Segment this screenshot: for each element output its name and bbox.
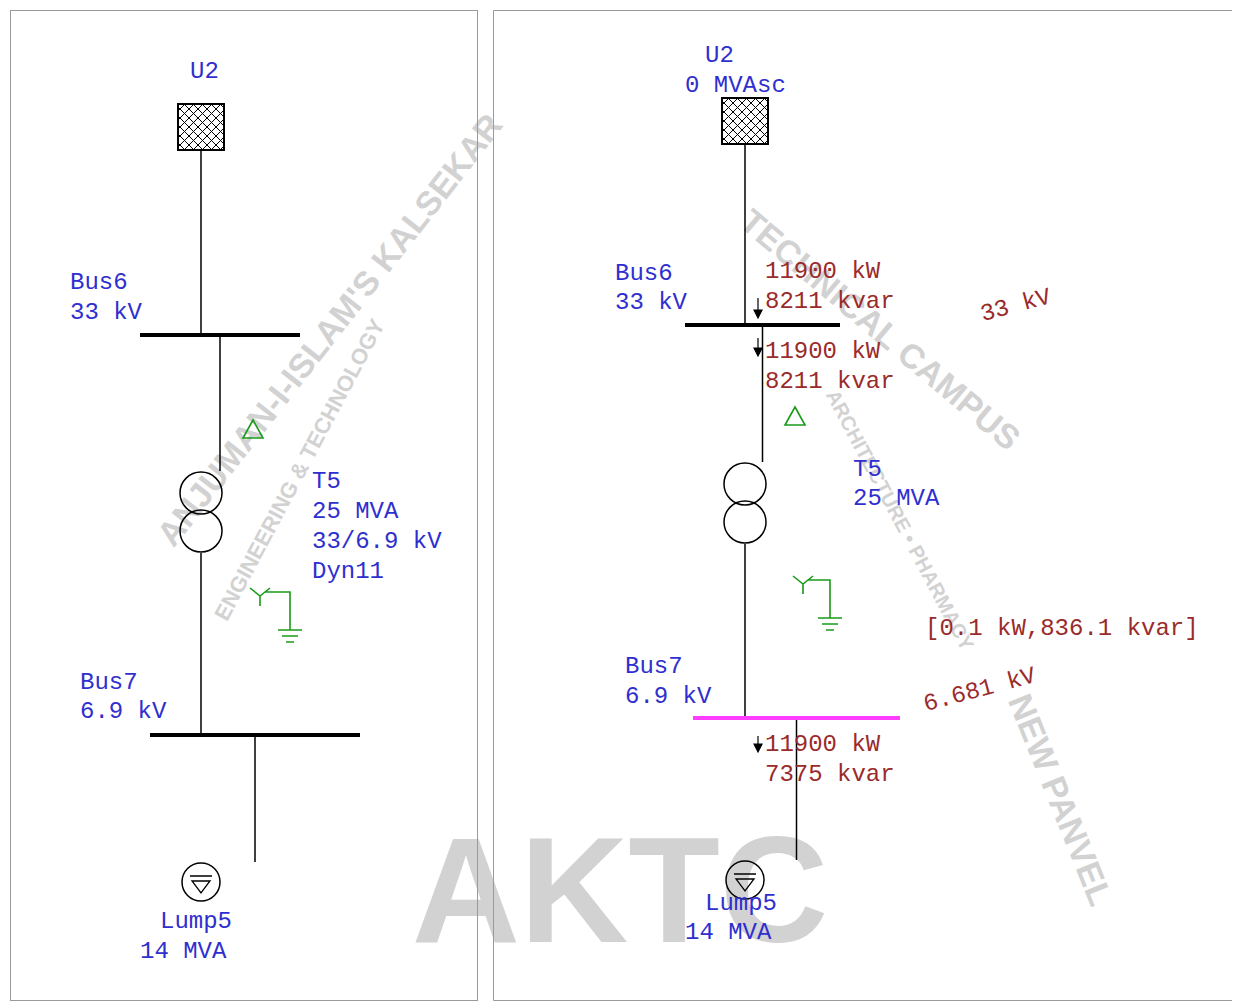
right-panel-border (494, 1000, 1233, 1001)
wire-connector (762, 327, 764, 462)
element-name: Bus6 (70, 268, 128, 298)
element-rating: 0 MVAsc (685, 71, 786, 101)
transformer-symbol-graphic (177, 471, 225, 553)
bus-bar-graphic (685, 323, 840, 327)
watermark-text: ARCHITECTURE • PHARMACY (822, 386, 978, 654)
bus-bar-line (150, 733, 360, 737)
bus-bar-graphic (140, 333, 300, 337)
bus-bar-graphic (693, 716, 900, 720)
right-panel-border (494, 11, 1233, 1001)
element-name: Bus7 (625, 652, 683, 682)
element-name: T5 (853, 455, 882, 485)
wire-connector (744, 145, 746, 323)
element-name: T5 (312, 467, 341, 497)
element-name: Bus6 (615, 259, 673, 289)
grid-outline (722, 98, 768, 144)
winding-circle (180, 472, 222, 514)
lumped-load-symbol-graphic (181, 862, 221, 902)
load-circle (182, 863, 220, 901)
load-triangle (734, 874, 756, 891)
wire-connector (796, 720, 798, 860)
grid-hatching (177, 103, 225, 151)
utility-grid-symbol-graphic (177, 103, 225, 151)
bus-voltage-result: 33 kV (977, 282, 1054, 330)
flow-arrow-head (754, 744, 762, 752)
bus-bar-line (140, 333, 300, 337)
utility-grid-symbol: U2 (177, 103, 225, 151)
element-rating: 25 MVA (853, 484, 939, 514)
bus-bar: Bus76.9 kV (693, 716, 900, 720)
wye-winding-symbol (793, 576, 830, 618)
delta-winding-symbol (785, 407, 805, 425)
element-name: U2 (190, 57, 219, 87)
winding-circle (724, 463, 766, 505)
ground-symbol (818, 618, 842, 630)
ground-symbol (278, 630, 302, 642)
left-panel-border (11, 11, 478, 1001)
wire-connector (219, 337, 221, 471)
wire-connector (744, 544, 746, 716)
element-name: Lump5 (160, 907, 232, 937)
element-rating: 33 kV (615, 288, 687, 318)
transformer-symbol-graphic (721, 462, 769, 544)
element-rating: 6.9 kV (80, 697, 166, 727)
element-name: Bus7 (80, 668, 138, 698)
element-rating: 14 MVA (140, 937, 226, 967)
watermark-text: TECHNICAL CAMPUS (733, 202, 1027, 457)
utility-grid-symbol-graphic (721, 97, 769, 145)
element-rating: 6.9 kV (625, 682, 711, 712)
lumped-load-symbol: Lump514 MVA (725, 860, 765, 900)
grid-hatching (721, 97, 769, 145)
element-rating: 14 MVA (685, 918, 771, 948)
bus-bar: Bus76.9 kV (150, 733, 360, 737)
flow-arrow-head (754, 310, 762, 318)
wire-connector (200, 553, 202, 733)
wye-winding-symbol (250, 588, 290, 630)
bus-bar-graphic (150, 733, 360, 737)
utility-grid-symbol: U20 MVAsc (721, 97, 769, 145)
winding-circle (180, 510, 222, 552)
transformer-symbol: T525 MVA 33/6.9 kV Dyn11 (177, 471, 225, 553)
bus-bar: Bus633 kV (685, 323, 840, 327)
grid-outline (178, 104, 224, 150)
lumped-load-symbol: Lump514 MVA (181, 862, 221, 902)
wire-connector (200, 151, 202, 333)
wire-connector (254, 737, 256, 862)
load-triangle (190, 876, 212, 893)
power-flow-value: 11900 kW 7375 kvar (765, 730, 900, 790)
bus-bar: Bus633 kV (140, 333, 300, 337)
winding-circle (724, 501, 766, 543)
element-rating: 25 MVA 33/6.9 kV Dyn11 (312, 497, 447, 587)
element-name: U2 (705, 41, 734, 71)
bus-bar-line (685, 323, 840, 327)
transformer-symbol: T525 MVA (721, 462, 769, 544)
watermark-text: NEW PANVEL (1001, 689, 1120, 911)
flow-arrow-head (754, 348, 762, 356)
bus-bar-line (693, 716, 900, 720)
element-rating: 33 kV (70, 298, 142, 328)
delta-winding-symbol (243, 420, 263, 438)
element-name: Lump5 (705, 889, 777, 919)
